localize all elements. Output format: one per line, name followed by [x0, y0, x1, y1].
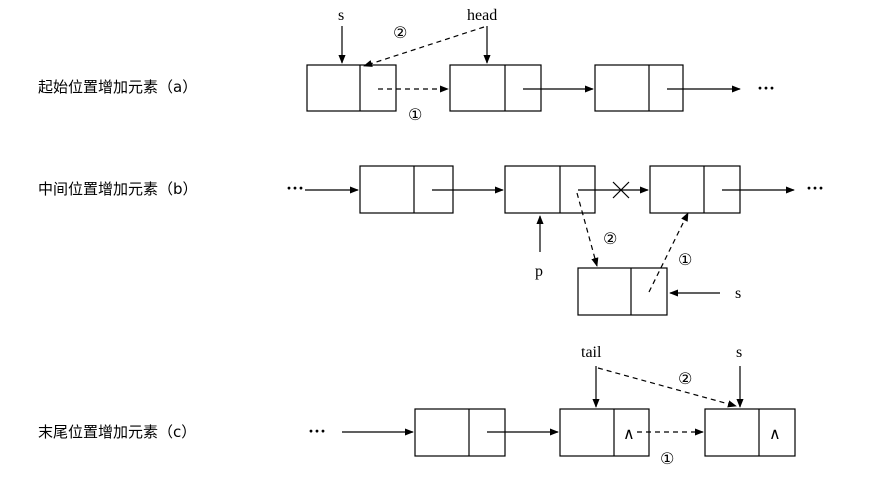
dashed-p-to-s-arrow [576, 192, 599, 267]
node-c-new-s [704, 408, 796, 457]
null-symbol-tail: ∧ [623, 424, 635, 443]
step-2-marker-b: ② [603, 229, 617, 248]
row-b: 中间位置增加元素（b） ··· ··· p ② [38, 165, 824, 316]
step-1-marker-a: ① [408, 105, 422, 124]
null-symbol-s: ∧ [769, 424, 781, 443]
label-s-b: s [735, 285, 741, 302]
node-a-new-s [306, 64, 397, 112]
step-2-marker-c: ② [678, 369, 692, 388]
step-1-marker-b: ① [678, 250, 692, 269]
ellipsis-b-end: ··· [806, 178, 824, 198]
row-c: 末尾位置增加元素（c） ··· ∧ ∧ tail s ② ① [38, 344, 796, 468]
label-s-a: s [338, 7, 344, 24]
node-b-new-s [577, 267, 668, 316]
label-s-c: s [736, 344, 742, 361]
label-tail: tail [581, 344, 602, 361]
cut-link-x-mark [612, 181, 630, 199]
label-p: p [535, 263, 543, 280]
ellipsis-b-start: ··· [286, 178, 304, 198]
dashed-s-next-arrow-b [648, 212, 689, 293]
label-head: head [467, 7, 497, 24]
dashed-tail-to-s-arrow [597, 367, 737, 408]
node-c-tail [559, 408, 650, 457]
step-2-marker-a: ② [393, 23, 407, 42]
node-a-head [449, 64, 542, 112]
step-1-marker-c: ① [660, 449, 674, 468]
dashed-head-to-s-arrow [363, 26, 485, 67]
row-a: 起始位置增加元素（a） s head ② ① ··· [38, 7, 775, 124]
node-a-second [594, 64, 684, 112]
ellipsis-a-end: ··· [757, 78, 775, 98]
row-c-caption: 末尾位置增加元素（c） [38, 423, 196, 441]
row-a-caption: 起始位置增加元素（a） [38, 78, 197, 96]
row-b-caption: 中间位置增加元素（b） [38, 180, 198, 198]
ellipsis-c-start: ··· [308, 421, 326, 441]
